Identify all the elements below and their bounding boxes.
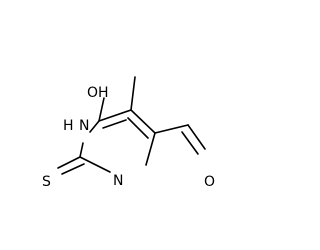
nh-hydrogen-label: H <box>63 118 74 134</box>
bond-c6-n1 <box>89 120 100 133</box>
bond-c6-c5 <box>98 109 132 122</box>
bond-c5-c4 <box>130 109 156 134</box>
bond-cho-o-inner <box>181 131 199 155</box>
bond-c2-s <box>57 156 81 169</box>
bond-c6-oh <box>98 97 105 122</box>
bond-c5-c4-inner <box>127 117 149 139</box>
molecule-structure: OH H N N S O <box>42 76 215 190</box>
bond-c6-c5-inner <box>102 119 127 129</box>
hydroxyl-label: OH <box>87 85 109 101</box>
sulfur-label: S <box>42 174 51 190</box>
bond-c2-n3 <box>79 156 111 173</box>
nitrogen-1-label: N <box>79 118 89 134</box>
bond-cho-o <box>187 124 206 150</box>
bond-c5-methyl <box>130 76 136 111</box>
bond-c4-n3 <box>145 132 156 166</box>
oxygen-label: O <box>204 174 215 190</box>
bond-n1-c2 <box>79 142 84 158</box>
bond-c4-cho <box>154 124 189 134</box>
bond-c2-s-inner <box>61 163 85 175</box>
nitrogen-3-label: N <box>113 173 123 189</box>
